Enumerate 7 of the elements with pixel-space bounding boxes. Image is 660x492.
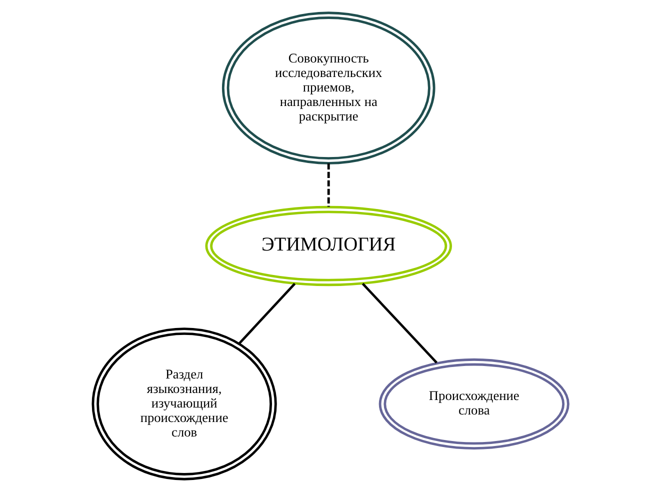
node-ellipse: Происхождение слова [378, 358, 569, 450]
connector [238, 282, 296, 345]
node-ellipse: ЭТИМОЛОГИЯ [204, 206, 452, 286]
connector [326, 163, 330, 207]
node-ellipse: Совокупность исследовательских приемов, направленных на раскрытие [221, 12, 435, 164]
connector [361, 282, 438, 364]
node-ellipse: Раздел языкознания, изучающий происхождение слов [91, 328, 276, 480]
